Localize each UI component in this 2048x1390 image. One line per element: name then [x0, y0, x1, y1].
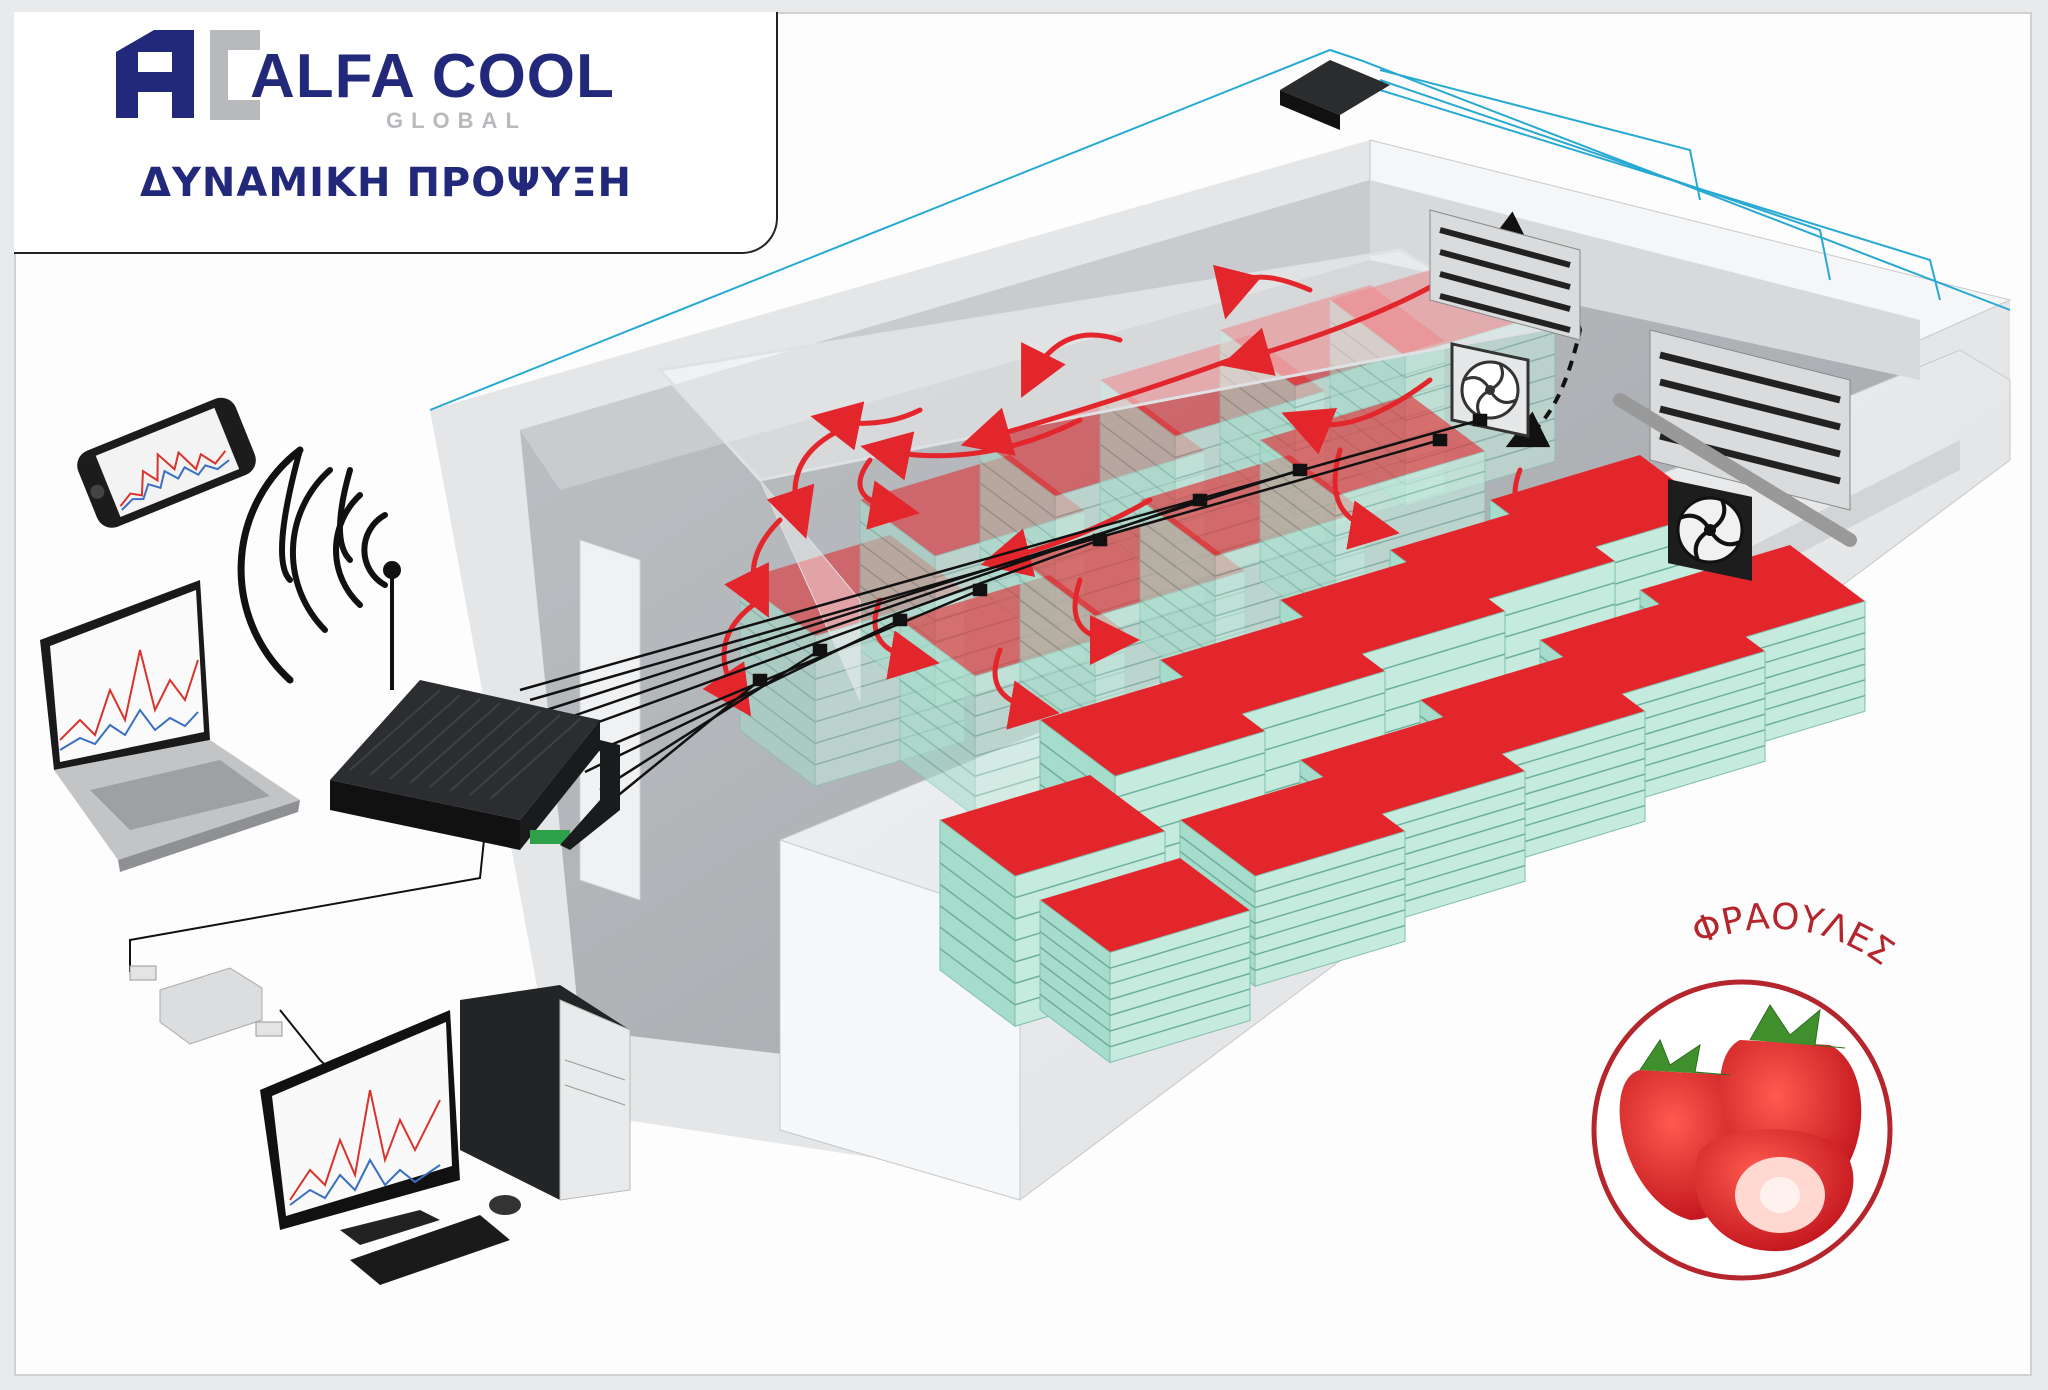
- temperature-probe-icon: [972, 583, 988, 597]
- fan-icon: [1450, 342, 1530, 438]
- airflow-arrow: [857, 457, 920, 530]
- airflow-arrow: [1213, 264, 1313, 320]
- temperature-probe-icon: [812, 643, 828, 657]
- brand-name: ALFA COOL: [250, 42, 615, 111]
- ceiling-sensor-hub-icon: [1280, 60, 1390, 130]
- wifi-signal-icon: [237, 446, 388, 684]
- laptop-icon: [40, 580, 300, 872]
- airflow-arrow: [1021, 332, 1123, 398]
- page-title: ΔΥΝΑΜΙΚΗ ΠΡΟΨΥΞΗ: [140, 160, 632, 206]
- airflow-arrow: [1512, 467, 1579, 555]
- airflow-arrow: [1072, 577, 1140, 665]
- brand-subtitle: GLOBAL: [386, 108, 527, 133]
- airflow-arrows: [702, 264, 1579, 730]
- antenna-tip-icon: [383, 561, 401, 579]
- temperature-probe-icon: [1092, 533, 1108, 547]
- sensor-cable: [584, 618, 901, 774]
- controller-unit-icon: [330, 680, 620, 850]
- temperature-probe-icon: [752, 673, 768, 687]
- alfacool-logo-icon: [116, 30, 260, 120]
- sensor-cable: [574, 588, 981, 762]
- sensor-cable: [609, 679, 761, 803]
- air-vent-top: [1429, 209, 1581, 341]
- airflow-arrow: [992, 647, 1060, 730]
- airflow-arrow: [860, 417, 1083, 481]
- logo-panel: ALFA COOL GLOBAL ΔΥΝΑΜΙΚΗ ΠΡΟΨΥΞΗ: [14, 12, 778, 254]
- airflow-arrow: [1281, 377, 1433, 455]
- temperature-probe-icon: [1192, 493, 1208, 507]
- smartphone-icon: [77, 397, 256, 528]
- strawberry-icon: [1619, 1004, 1862, 1252]
- strawberry-badge: ΦΡΑΟΥΛΕΣ: [1591, 896, 1901, 1281]
- airflow-arrow: [724, 517, 783, 618]
- product-label-arc: ΦΡΑΟΥΛΕΣ: [1687, 896, 1901, 974]
- airflow-arrow: [766, 427, 843, 539]
- sensor-cable: [559, 538, 1101, 738]
- crate-stack: [1179, 775, 1406, 988]
- airflow-arrow: [810, 401, 923, 451]
- desktop-computer-icon: [260, 985, 631, 1285]
- fan-icon: [1668, 479, 1752, 581]
- temperature-probe-icon: [892, 613, 908, 627]
- airflow-arrow: [980, 497, 1153, 577]
- temperature-probe-icon: [1292, 463, 1308, 477]
- crate-stack: [1039, 858, 1251, 1064]
- temperature-probe-icon: [1432, 433, 1448, 447]
- temperature-probe-icon: [1472, 413, 1488, 427]
- airflow-arrow: [1332, 447, 1400, 550]
- sensor-cables: [519, 413, 1488, 803]
- product-label: ΦΡΑΟΥΛΕΣ: [1687, 896, 1901, 974]
- airflow-arrow: [960, 357, 1233, 456]
- sensor-cable: [549, 498, 1201, 726]
- sensor-cable: [519, 418, 1481, 692]
- crate-stacks-front: [939, 455, 1866, 1064]
- air-vent-right: [1613, 329, 1857, 547]
